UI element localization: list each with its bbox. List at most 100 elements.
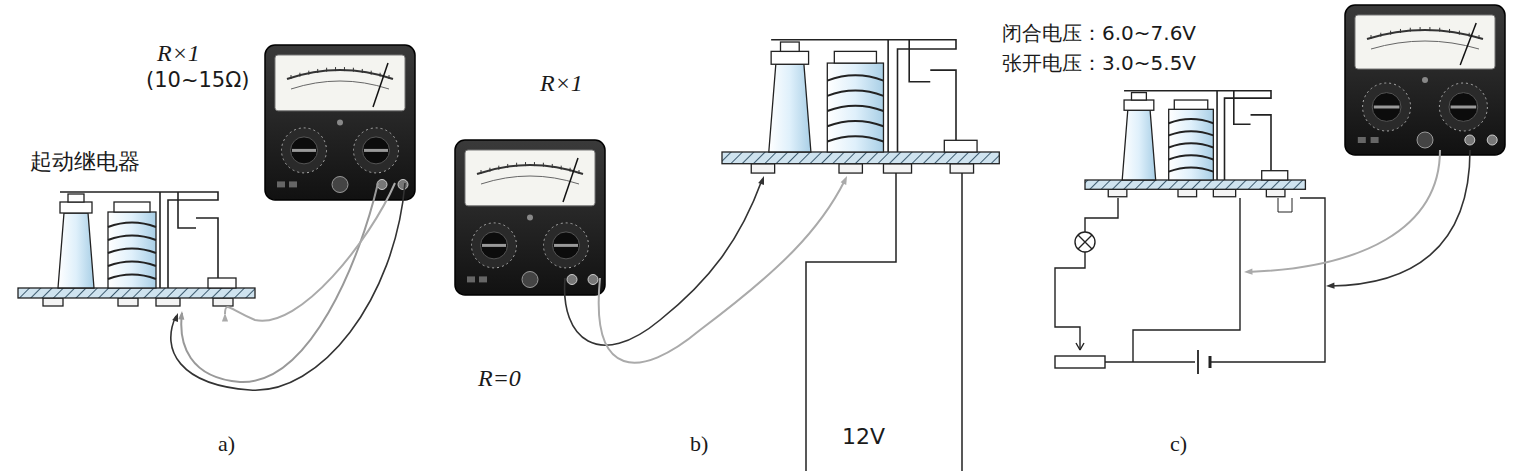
probe-tip [758,176,764,185]
relay-terminal [43,298,63,306]
scale-tick [498,166,499,170]
selector-dial [544,223,589,268]
coil-winding [108,249,156,254]
starter-relay [722,40,999,173]
relay-terminal [1178,189,1197,196]
selector-dial [354,128,399,173]
coil-winding [108,223,156,228]
relay-terminal [883,164,911,173]
meter-case [455,140,605,295]
probe-tip [841,176,847,185]
scale-tick [308,71,309,75]
selector-knob [363,137,390,164]
relay-terminal [1266,189,1285,196]
scale-tick [291,75,292,79]
starter-relay [18,192,255,306]
coil-top [114,202,150,212]
lead-wire [930,70,956,143]
selector-knob [1372,93,1401,122]
insulator-post [58,213,94,288]
knob-bar [292,149,316,152]
probe-jack [1487,135,1497,145]
probe-tip [222,313,228,321]
coil-top [834,51,876,63]
scale-tick [489,168,490,172]
coil-winding [827,75,883,80]
selector-knob [1449,93,1478,122]
jack [467,276,475,282]
scale-tick [1390,31,1391,35]
scale-tick [1420,27,1421,31]
meter-window [275,55,405,111]
resistance-range: (10~15Ω) [146,69,249,92]
selector-dial [1363,83,1411,131]
terminal-block [1262,171,1288,180]
coil-winding [827,121,883,126]
scale-tick [570,168,571,172]
meter-scale [481,176,579,184]
scale-tick [335,67,336,71]
relay-terminal [118,298,138,306]
coil-core [108,212,156,288]
circuit-wire [885,173,962,471]
insulator-post [769,64,811,152]
meter-window [1355,15,1495,69]
probe-tip [1326,283,1335,289]
adjust-knob [1417,132,1433,148]
selector-dial [282,128,327,173]
yoke [888,40,909,152]
multimeter [265,45,415,200]
relay-terminal [839,164,862,173]
probe-tip [172,313,178,322]
terminal-block [208,278,236,288]
meter-scale [287,70,393,79]
lead-wire [1251,115,1271,173]
selector-dial [1439,83,1487,131]
circuit-wire [1085,198,1118,232]
scale-tick [579,170,580,174]
scale-tick [1479,35,1480,39]
scale-tick [525,162,526,166]
insulator-post [1122,110,1155,180]
probe-lead [225,183,395,321]
yoke [160,192,178,288]
coil-winding [827,91,883,96]
selector-dial [472,223,517,268]
armature [60,192,218,200]
scale-tick [1439,28,1440,32]
lamp-cross [1078,235,1092,249]
scale-tick [1459,31,1460,35]
coil-top [1174,100,1207,109]
coil-core [827,63,883,152]
circuit-wire [1278,198,1292,212]
zero-screw [1422,77,1428,83]
probe-jack [567,275,577,285]
coil-winding [1169,155,1214,159]
scale-tick [299,73,300,77]
probe-lead [599,180,845,363]
scale-tick [1429,27,1430,31]
panel-letter: b) [690,432,708,456]
knob-bar [1451,106,1477,109]
panel-letter: c) [1170,432,1187,456]
scale-tick [1410,28,1411,32]
circuit-wire [1210,198,1325,362]
scale-tick [561,166,562,170]
relay-terminal [1108,189,1127,196]
scale-tick [371,71,372,75]
probe-tip [1244,269,1253,275]
meter-scale [477,165,583,174]
coil-winding [108,236,156,241]
scale-tick [353,68,354,72]
multimeter [455,140,605,295]
scale-tick [317,69,318,73]
selector-knob [553,232,580,259]
lead-wire [196,218,218,280]
scale-tick [507,164,508,168]
coil-winding [827,136,883,141]
relay-terminal [751,164,774,173]
relay-base [18,288,255,298]
meter-case [1345,5,1505,155]
knob-bar [554,244,578,247]
part-name: 起动继电器 [30,150,140,174]
